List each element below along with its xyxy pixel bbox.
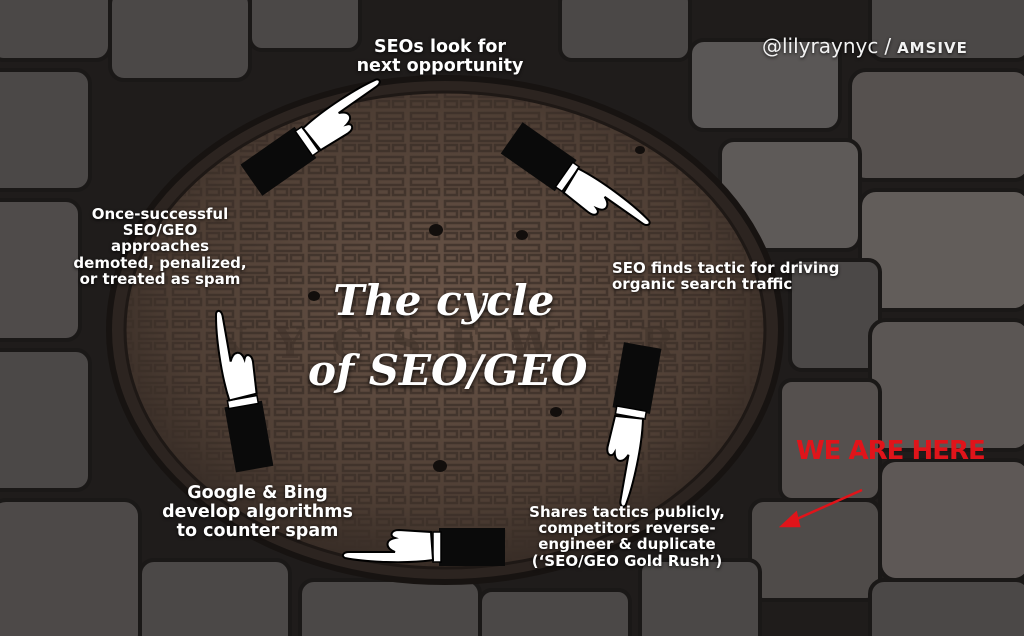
step-line: Google & Bing xyxy=(187,483,328,503)
step-line: or treated as spam xyxy=(79,269,241,288)
cover-plate-text: N Y C S E W E R xyxy=(210,319,681,368)
step-label-finds-tactic: SEO finds tactic for driving organic sea… xyxy=(612,259,872,294)
step-line: approaches xyxy=(110,237,210,256)
author-handle: @lilyraynyc xyxy=(762,34,879,58)
step-label-demoted: Once-successful SEO/GEO approaches demot… xyxy=(55,206,265,287)
step-line: develop algorithms xyxy=(162,501,353,522)
step-line: to counter spam xyxy=(176,520,339,541)
step-line: next opportunity xyxy=(356,55,524,76)
step-label-counter-spam: Google & Bing develop algorithms to coun… xyxy=(145,484,370,541)
watermark-separator: / xyxy=(884,34,892,58)
diagram-title-line-2: of SEO/GEO xyxy=(308,346,588,395)
step-line: Once-successful xyxy=(91,205,229,223)
step-line: (‘SEO/GEO Gold Rush’) xyxy=(531,551,723,570)
step-line: SEOs look for xyxy=(374,37,506,57)
step-line: Shares tactics publicly, xyxy=(529,503,725,521)
step-label-shares-tactics: Shares tactics publicly, competitors rev… xyxy=(502,504,752,569)
brand-name: AMSIVE xyxy=(897,39,968,57)
step-label-next-opportunity: SEOs look for next opportunity xyxy=(320,38,560,76)
we-are-here-marker: WE ARE HERE xyxy=(796,436,986,466)
diagram-title-line-1: The cycle xyxy=(333,276,555,325)
step-line: demoted, penalized, xyxy=(73,253,247,272)
step-line: engineer & duplicate xyxy=(538,535,716,554)
step-line: SEO finds tactic for driving xyxy=(612,259,840,277)
vent-holes xyxy=(308,146,645,472)
author-watermark: @lilyraynyc/ AMSIVE xyxy=(762,34,968,58)
here-arrow xyxy=(778,488,863,528)
step-line: organic search traffic xyxy=(612,275,793,294)
step-line: SEO/GEO xyxy=(122,221,198,240)
step-line: competitors reverse- xyxy=(538,519,716,538)
